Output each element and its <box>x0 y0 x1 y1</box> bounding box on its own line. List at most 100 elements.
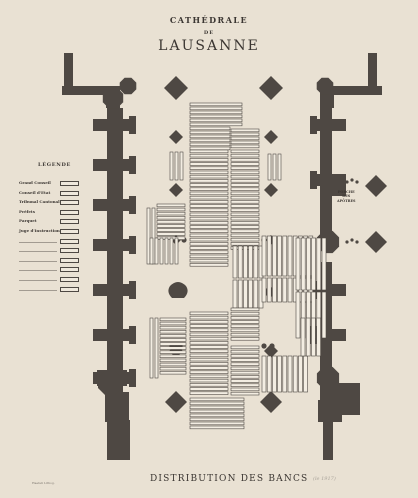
bench <box>230 195 260 200</box>
bench <box>230 320 260 324</box>
bench <box>189 204 229 208</box>
pillar-diamond <box>365 175 387 197</box>
bench <box>189 138 231 143</box>
bench <box>230 128 260 133</box>
bench <box>189 409 245 414</box>
bench <box>189 378 229 383</box>
bench <box>321 237 327 291</box>
legend-label: Conseil d'Etat <box>19 189 51 195</box>
wall-segment <box>93 329 135 341</box>
bench <box>230 324 260 328</box>
bench <box>189 158 229 162</box>
bench <box>189 102 243 107</box>
wall-segment <box>323 420 333 460</box>
bench <box>300 237 306 291</box>
bench <box>230 136 260 141</box>
bench <box>156 224 186 228</box>
wall-segment <box>318 400 342 422</box>
bench <box>159 321 187 326</box>
legend-swatch <box>60 277 79 282</box>
bench <box>159 338 187 342</box>
bench <box>159 354 187 358</box>
legend-blank-line <box>19 280 57 281</box>
bench <box>261 277 267 303</box>
column-base <box>345 240 349 244</box>
pillar-diamond <box>164 76 188 100</box>
bench <box>189 383 229 387</box>
bench <box>169 237 174 265</box>
bench-rows <box>146 102 327 430</box>
bench <box>189 336 229 341</box>
pillar-cluster <box>102 87 124 109</box>
bench <box>179 151 184 181</box>
bench <box>189 254 229 259</box>
bench <box>298 355 303 393</box>
bench <box>189 401 245 406</box>
legend-blank-line <box>19 289 57 291</box>
bench <box>189 195 229 200</box>
bench <box>174 237 179 265</box>
bench <box>189 405 245 410</box>
bench <box>230 170 260 175</box>
bench <box>230 208 260 212</box>
bench <box>230 225 260 229</box>
bench <box>237 279 243 309</box>
legend-heading: LÉGENDE <box>38 162 72 168</box>
bench <box>189 263 229 267</box>
pillar-cluster <box>316 77 334 95</box>
bench <box>159 358 187 363</box>
bench <box>159 334 187 338</box>
pillar-diamond <box>260 391 282 413</box>
bench <box>230 379 260 383</box>
bench <box>230 237 260 242</box>
bench <box>151 207 156 265</box>
handwritten-note: (le 1917) <box>313 476 336 482</box>
wall-segment <box>118 420 130 460</box>
bench <box>230 332 260 337</box>
column-base <box>261 343 267 349</box>
bench <box>230 140 260 145</box>
porch-label-line: PORCHE <box>337 190 355 194</box>
wall-segment <box>129 236 136 254</box>
bench <box>189 221 229 225</box>
bench <box>189 110 243 115</box>
plan-caption: DISTRIBUTION DES BANCS <box>150 474 309 484</box>
legend-blank-line <box>19 260 57 262</box>
bench <box>189 332 229 337</box>
bench <box>189 242 229 246</box>
bench <box>230 370 260 375</box>
bench <box>189 413 245 418</box>
bench <box>189 391 229 395</box>
bench <box>277 277 282 303</box>
bench <box>272 277 277 303</box>
bench <box>287 355 293 393</box>
bench <box>159 317 187 322</box>
bench <box>248 279 253 309</box>
bench <box>316 237 322 291</box>
bench <box>230 216 260 221</box>
bench <box>321 291 327 339</box>
bench <box>230 179 260 183</box>
bench <box>277 235 282 277</box>
legend-blank-line <box>19 270 57 271</box>
legend-swatch <box>60 190 79 196</box>
legend-swatch <box>60 238 79 244</box>
legend-swatch <box>60 286 79 292</box>
wall-segment <box>129 326 136 344</box>
bench <box>156 220 186 224</box>
wall-segment <box>93 199 135 211</box>
legend-swatch <box>60 209 79 215</box>
wall-segment <box>129 156 136 174</box>
bench <box>230 132 260 137</box>
pillar-cluster <box>98 371 122 395</box>
bench <box>156 207 186 212</box>
bench <box>159 350 187 354</box>
bench <box>189 229 229 233</box>
bench <box>189 153 229 158</box>
bench <box>230 345 260 350</box>
pillar-cluster <box>316 366 340 390</box>
printer-stamp: Haefeli Lithog. <box>32 481 55 485</box>
pillar-diamond <box>165 391 187 413</box>
bench <box>230 153 260 158</box>
porch-label-line: DES <box>342 194 351 199</box>
